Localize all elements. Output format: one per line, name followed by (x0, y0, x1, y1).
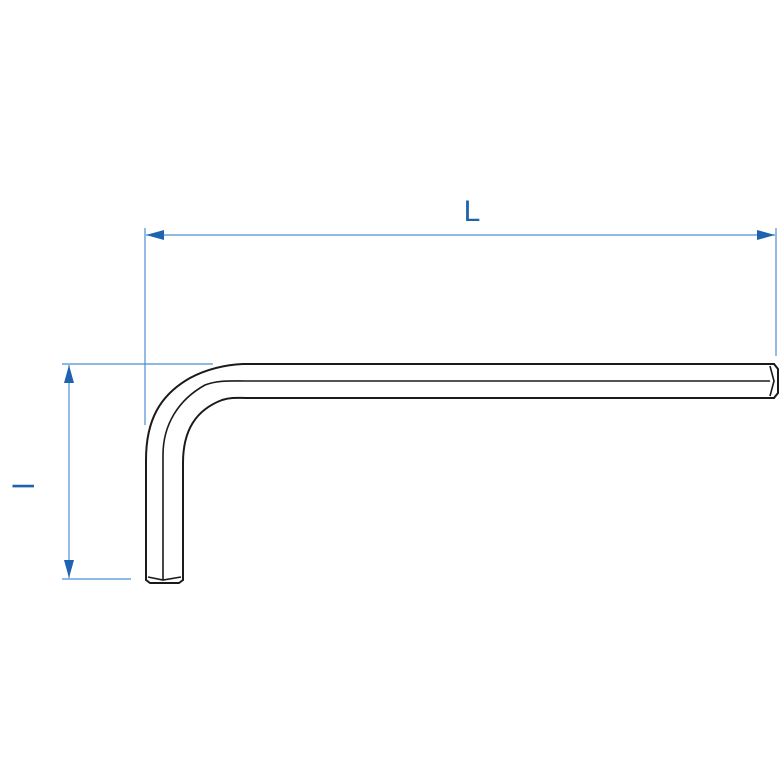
long-arm-hex-tip (773, 363, 779, 399)
long-arm-hex-tip-facet (769, 365, 775, 397)
short-arm-label: l (8, 483, 41, 490)
dimension-long-arm: L (144, 195, 777, 425)
arrowhead-top (64, 365, 74, 383)
hex-key (145, 363, 779, 584)
arrowhead-left (146, 230, 164, 240)
hex-key-facet-line (162, 380, 770, 580)
short-arm-hex-tip-facet (147, 576, 182, 581)
long-arm-label: L (464, 195, 481, 228)
hex-key-outer-contour (145, 363, 775, 581)
short-arm-hex-tip (145, 579, 184, 584)
arrowhead-right (757, 230, 775, 240)
arrowhead-bottom (64, 560, 74, 578)
dimension-short-arm: l (8, 363, 213, 580)
hex-key-inner-contour (182, 396, 775, 581)
